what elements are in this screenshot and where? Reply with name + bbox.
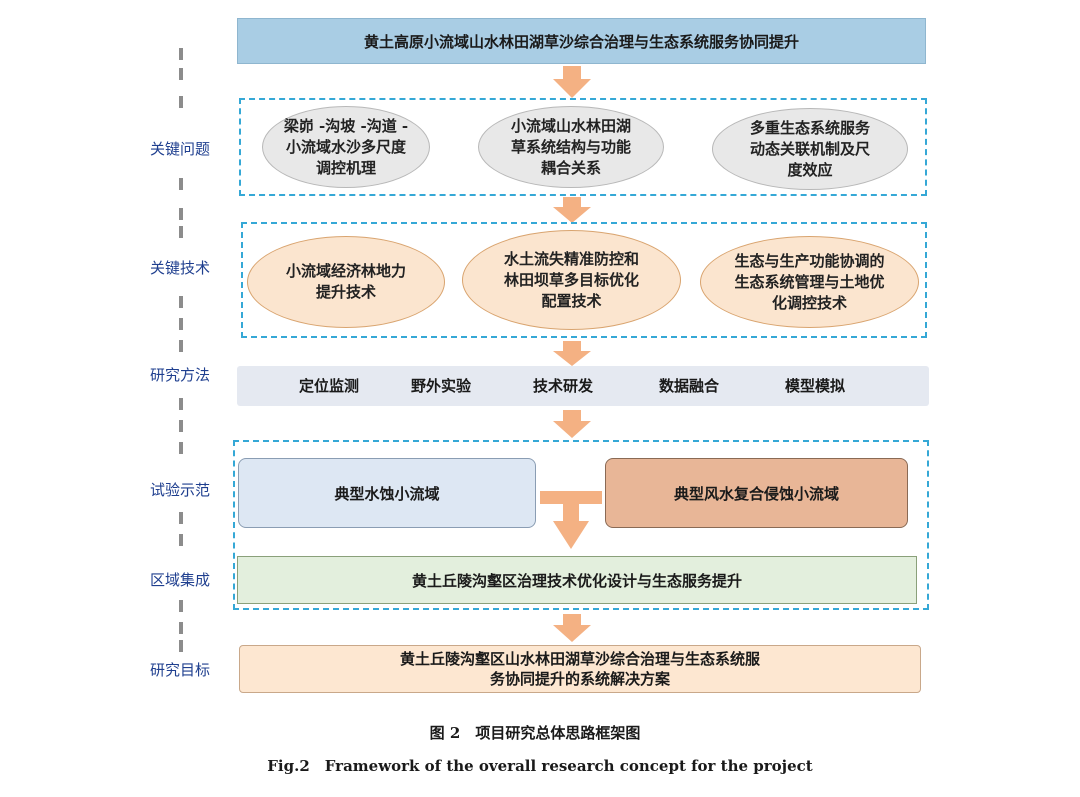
demo-water-erosion-box: 典型水蚀小流域	[238, 458, 536, 528]
axis-segment	[179, 68, 183, 80]
side-label-demo: 试验示范	[120, 480, 240, 500]
method-item: 定位监测	[299, 377, 360, 395]
side-label-goal: 研究目标	[120, 660, 240, 680]
axis-segment	[179, 640, 183, 652]
axis-segment	[179, 48, 183, 60]
integration-box: 黄土丘陵沟壑区治理技术优化设计与生态服务提升	[237, 556, 917, 604]
methods-bar: 定位监测 野外实验 技术研发 数据融合 模型模拟	[237, 366, 929, 406]
axis-segment	[179, 96, 183, 108]
axis-segment	[179, 622, 183, 634]
tech-ellipse-3: 生态与生产功能协调的生态系统管理与土地优化调控技术	[700, 236, 919, 328]
side-label-methods: 研究方法	[120, 365, 240, 385]
goal-box: 黄土丘陵沟壑区山水林田湖草沙综合治理与生态系统服务协同提升的系统解决方案	[239, 645, 921, 693]
side-label-key-tech: 关键技术	[120, 258, 240, 278]
figure-caption-cn: 图 2 项目研究总体思路框架图	[429, 723, 641, 742]
merge-arrow-icon	[540, 491, 602, 549]
axis-segment	[179, 340, 183, 352]
key-problems-group	[239, 98, 927, 196]
down-arrow-icon	[553, 410, 591, 438]
side-label-integration: 区域集成	[120, 570, 240, 590]
axis-segment	[179, 600, 183, 612]
goal-text: 黄土丘陵沟壑区山水林田湖草沙综合治理与生态系统服务协同提升的系统解决方案	[400, 650, 761, 688]
axis-segment	[179, 296, 183, 308]
down-arrow-icon	[553, 197, 591, 223]
tech-ellipse-2: 水土流失精准防控和林田坝草多目标优化配置技术	[462, 230, 681, 330]
axis-segment	[179, 226, 183, 238]
method-item: 数据融合	[659, 377, 720, 395]
side-label-key-problems: 关键问题	[120, 139, 240, 159]
problem-ellipse-1: 梁峁 -沟坡 -沟道 -小流域水沙多尺度调控机理	[262, 106, 430, 188]
axis-segment	[179, 208, 183, 220]
demo-wind-water-erosion-box: 典型风水复合侵蚀小流域	[605, 458, 908, 528]
method-item: 技术研发	[533, 377, 594, 395]
problem-ellipse-2: 小流域山水林田湖草系统结构与功能耦合关系	[478, 106, 664, 188]
down-arrow-icon	[553, 341, 591, 366]
method-item: 野外实验	[411, 377, 472, 395]
demo-integration-group	[233, 440, 929, 610]
axis-segment	[179, 442, 183, 454]
down-arrow-icon	[553, 614, 591, 642]
axis-segment	[179, 534, 183, 546]
key-tech-group	[241, 222, 927, 338]
tech-ellipse-1: 小流域经济林地力提升技术	[247, 236, 445, 328]
problem-ellipse-3: 多重生态系统服务动态关联机制及尺度效应	[712, 108, 908, 190]
figure-caption-en: Fig.2 Framework of the overall research …	[267, 756, 813, 775]
down-arrow-icon	[553, 66, 591, 98]
axis-segment	[179, 178, 183, 190]
axis-segment	[179, 398, 183, 410]
title-banner: 黄土高原小流域山水林田湖草沙综合治理与生态系统服务协同提升	[237, 18, 926, 64]
axis-segment	[179, 420, 183, 432]
axis-segment	[179, 318, 183, 330]
axis-segment	[179, 512, 183, 524]
method-item: 模型模拟	[785, 377, 846, 395]
